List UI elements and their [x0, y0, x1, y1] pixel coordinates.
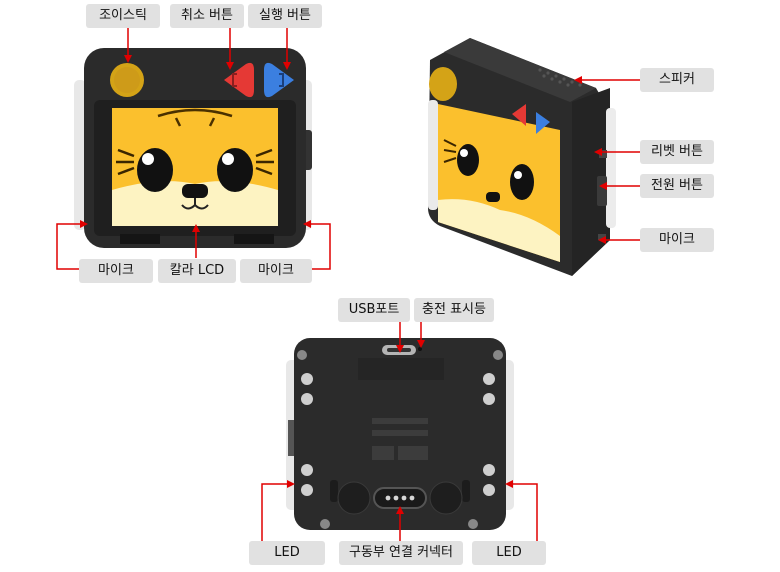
charge-indicator	[418, 347, 422, 351]
cancel-button	[224, 62, 254, 98]
back-view	[286, 338, 514, 530]
run-button	[264, 62, 294, 98]
side-joystick	[429, 67, 457, 101]
mic-side-label: 마이크	[640, 228, 714, 252]
mic-right-label: 마이크	[240, 259, 312, 283]
led-left-label: LED	[249, 541, 325, 565]
led-right-label: LED	[472, 541, 546, 565]
charge-indicator-label: 충전 표시등	[414, 298, 494, 322]
cancel-button-label: 취소 버튼	[170, 4, 244, 28]
drive-connector-label: 구동부 연결 커넥터	[339, 541, 463, 565]
speaker-label: 스피커	[640, 68, 714, 92]
reset-button-label: 리벳 버튼	[640, 140, 714, 164]
power-button-label: 전원 버튼	[640, 174, 714, 198]
mic-left-label: 마이크	[79, 259, 153, 283]
color-lcd-label: 칼라 LCD	[158, 259, 236, 283]
front-view	[74, 48, 312, 248]
side-view	[428, 38, 616, 276]
usb-port-label: USB포트	[338, 298, 410, 322]
joystick-label: 조이스틱	[86, 4, 160, 28]
callout-lines	[56, 28, 640, 541]
drive-connector	[373, 487, 427, 509]
run-button-label: 실행 버튼	[248, 4, 322, 28]
